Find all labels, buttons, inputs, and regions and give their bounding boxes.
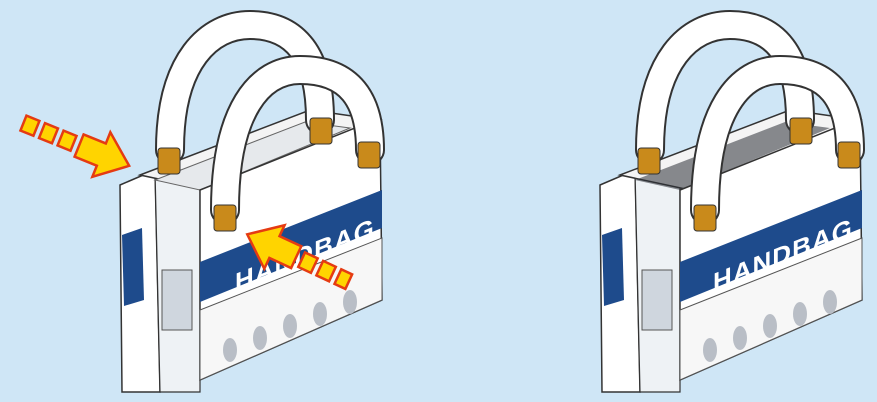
handbag-before: HANDBAG	[100, 0, 430, 402]
arrow-right-insert	[238, 218, 358, 298]
clasp-front-left	[694, 205, 716, 231]
inner-block	[642, 270, 672, 330]
handbag-after-drawing: HANDBAG	[585, 0, 877, 402]
clasp-front-right	[358, 142, 380, 168]
handbag-after: HANDBAG	[585, 0, 877, 402]
inner-block	[162, 270, 192, 330]
clasp-back-right	[790, 118, 812, 144]
arrow-left-insert	[15, 110, 140, 180]
clasp-front-right	[838, 142, 860, 168]
clasp-back-left	[638, 148, 660, 174]
clasp-back-right	[310, 118, 332, 144]
side-stripe	[602, 228, 624, 306]
clasp-front-left	[214, 205, 236, 231]
handbag-before-drawing: HANDBAG	[100, 0, 430, 402]
side-stripe	[122, 228, 144, 306]
clasp-back-left	[158, 148, 180, 174]
